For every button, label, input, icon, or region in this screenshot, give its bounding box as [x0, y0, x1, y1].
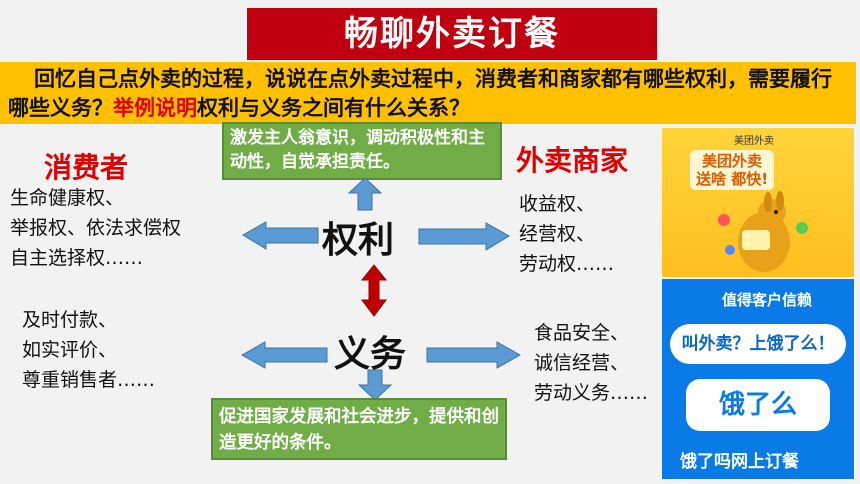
- rights-note: 激发主人翁意识，调动积极性和主动性，自觉承担责任。: [222, 122, 502, 180]
- list-item: 收益权、: [519, 193, 596, 215]
- duties-note: 促进国家发展和社会进步，提供和创造更好的条件。: [211, 398, 507, 460]
- list-item: 食品安全、: [534, 322, 630, 344]
- eleme-banner: 叫外卖？上饿了么！: [670, 324, 846, 364]
- merchant-rights-list: 收益权、 经营权、 劳动权……: [519, 189, 614, 279]
- consumer-heading: 消费者: [44, 151, 129, 184]
- slogan-line: 美团外卖: [702, 152, 763, 170]
- list-item: 及时付款、: [22, 309, 118, 331]
- arrow-left-icon: [240, 341, 328, 369]
- eleme-logo: 饿了么: [686, 379, 830, 431]
- eleme-ad-image: 值得客户信赖 叫外卖？上饿了么！ 饿了么 饿了吗网上订餐: [662, 279, 854, 479]
- merchant-duties-list: 食品安全、 诚信经营、 劳动义务……: [534, 318, 648, 408]
- meituan-brand: 美团外卖: [734, 136, 774, 147]
- arrow-up-icon: [347, 177, 383, 211]
- meituan-slogan: 美团外卖 送啥 都快!: [690, 150, 775, 190]
- merchant-heading: 外卖商家: [516, 144, 629, 177]
- duties-label: 义务: [334, 334, 407, 375]
- list-item: 经营权、: [519, 223, 596, 245]
- list-item: 如实评价、: [22, 339, 118, 361]
- arrow-right-icon: [418, 222, 510, 251]
- meituan-ad-image: 美团外卖 美团外卖 送啥 都快!: [662, 128, 854, 277]
- list-item: 诚信经营、: [534, 352, 630, 374]
- rights-label: 权利: [322, 220, 395, 261]
- eleme-bottom-text: 饿了吗网上订餐: [680, 452, 799, 472]
- list-item: 劳动权……: [519, 253, 615, 275]
- list-item: 劳动义务……: [534, 382, 649, 404]
- list-item: 举报权、依法求偿权: [10, 217, 182, 239]
- list-item: 自主选择权……: [10, 247, 144, 269]
- question-text: 回忆自己点外卖的过程，说说在点外卖过程中，消费者和商家都有哪些权利，需要履行哪些…: [8, 67, 832, 120]
- question-highlight: 举例说明: [113, 96, 197, 120]
- consumer-duties-list: 及时付款、 如实评价、 尊重销售者……: [22, 305, 155, 395]
- eleme-top-text: 值得客户信赖: [722, 291, 813, 309]
- double-arrow-icon: [360, 264, 388, 317]
- slogan-line: 送啥 都快!: [696, 170, 769, 188]
- list-item: 生命健康权、: [10, 187, 125, 209]
- arrow-right-icon: [426, 341, 522, 369]
- arrow-down-icon: [357, 369, 393, 401]
- slide-title: 畅聊外卖订餐: [247, 8, 657, 60]
- question-banner: 回忆自己点外卖的过程，说说在点外卖过程中，消费者和商家都有哪些权利，需要履行哪些…: [0, 62, 856, 124]
- consumer-rights-list: 生命健康权、 举报权、依法求偿权 自主选择权……: [10, 183, 181, 273]
- list-item: 尊重销售者……: [22, 369, 156, 391]
- kangaroo-mascot-icon: [718, 191, 808, 272]
- arrow-left-icon: [242, 221, 319, 250]
- question-text-end: 权利与义务之间有什么关系？: [197, 96, 470, 120]
